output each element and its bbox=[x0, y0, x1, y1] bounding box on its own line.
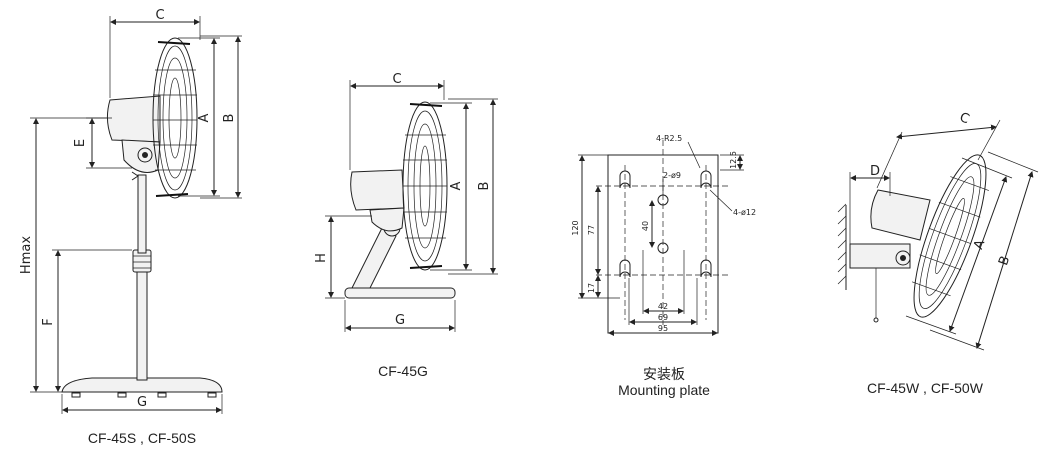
table-fan-drawing: C A B H G bbox=[314, 72, 498, 332]
table-base bbox=[344, 287, 456, 299]
keyhole-slot bbox=[700, 170, 712, 189]
plate-dim-large-holes: 4-ø12 bbox=[733, 208, 756, 217]
stand-dim-e: E bbox=[73, 139, 88, 147]
plate-dim-95: 95 bbox=[658, 324, 668, 333]
stand-dim-a: A bbox=[197, 113, 212, 122]
wall-dim-c: C bbox=[957, 110, 971, 127]
table-dim-c: C bbox=[392, 72, 401, 87]
table-dim-h: H bbox=[314, 253, 329, 263]
mounting-plate-drawing: 4-R2.5 2-ø9 4-ø12 12.5 120 77 40 17 42 bbox=[571, 134, 756, 336]
stand-dim-b: B bbox=[222, 114, 237, 123]
stand-guard bbox=[152, 37, 198, 199]
plate-dim-77: 77 bbox=[587, 225, 596, 235]
keyhole-slot bbox=[619, 170, 631, 189]
plate-dim-top: 12.5 bbox=[729, 151, 738, 169]
stand-fan-drawing: C A B E Hmax F G bbox=[19, 8, 242, 414]
wall-dim-b: B bbox=[996, 254, 1013, 268]
keyhole-slot bbox=[700, 259, 712, 278]
caption-wall: CF-45W , CF-50W bbox=[867, 380, 983, 396]
plate-dim-120: 120 bbox=[571, 220, 580, 235]
table-dim-g: G bbox=[395, 313, 405, 328]
stand-motor bbox=[106, 95, 161, 143]
caption-plate-cn: 安装板 bbox=[643, 366, 685, 382]
stand-dim-hmax: Hmax bbox=[19, 236, 34, 274]
wall-motor bbox=[870, 189, 931, 241]
wall-dim-a: A bbox=[971, 238, 988, 252]
caption-plate-en: Mounting plate bbox=[618, 382, 710, 398]
keyhole-slot bbox=[619, 259, 631, 278]
plate-dim-17: 17 bbox=[587, 283, 596, 293]
caption-stand: CF-45S , CF-50S bbox=[87, 430, 197, 446]
table-motor bbox=[350, 169, 405, 211]
table-dim-b: B bbox=[477, 182, 492, 191]
table-dim-a: A bbox=[449, 181, 464, 190]
wall-dim-d: D bbox=[870, 164, 880, 179]
stand-dim-g: G bbox=[137, 395, 147, 410]
stand-pole bbox=[136, 269, 148, 381]
plate-dim-69: 69 bbox=[658, 313, 668, 322]
caption-table: CF-45G bbox=[378, 363, 428, 379]
mount-hole bbox=[657, 242, 669, 254]
stand-dim-f: F bbox=[41, 318, 56, 325]
plate-dim-42: 42 bbox=[658, 302, 668, 311]
stand-base bbox=[61, 377, 223, 393]
plate-dim-40: 40 bbox=[641, 221, 650, 231]
wall-fan-drawing: C D A B bbox=[837, 110, 1039, 351]
stand-dim-c: C bbox=[155, 8, 164, 23]
plate-dim-r: 4-R2.5 bbox=[656, 134, 682, 143]
plate-dim-small-holes: 2-ø9 bbox=[663, 171, 681, 180]
